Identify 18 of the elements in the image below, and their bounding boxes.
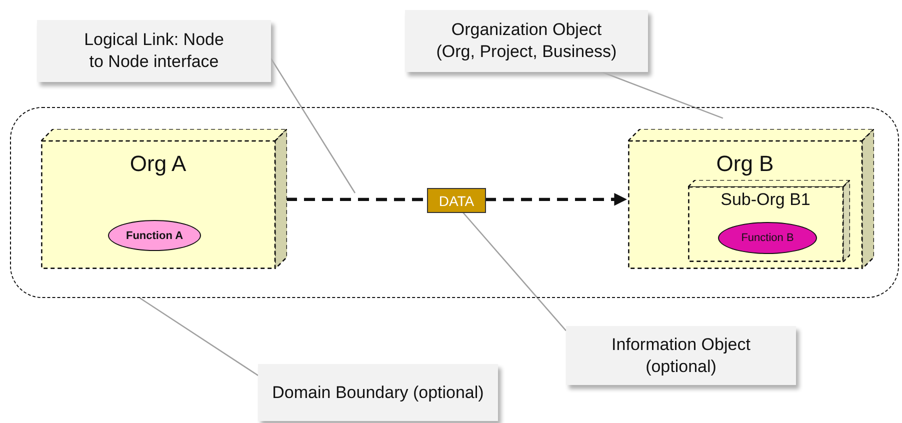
leader-line	[139, 297, 258, 376]
connector-line	[286, 198, 426, 202]
arrow	[485, 193, 627, 206]
leader-line	[270, 58, 356, 194]
org-box	[41, 129, 287, 269]
data-box: DATA	[427, 188, 486, 213]
callout-box: Organization Object (Org, Project, Business)	[405, 10, 648, 72]
callout-box: Information Object (optional)	[566, 326, 796, 385]
callout-box: Domain Boundary (optional)	[258, 364, 498, 421]
callout-box: Logical Link: Node to Node interface	[37, 20, 271, 82]
leader-line	[602, 71, 724, 119]
org-box	[628, 129, 874, 269]
leader-line	[462, 212, 566, 332]
sub-org-box	[688, 180, 850, 262]
org-title: Org A	[128, 151, 188, 177]
org-title: Org B	[715, 151, 775, 177]
domain-boundary	[10, 107, 899, 298]
sub-org-title: Sub-Org B1	[720, 190, 812, 210]
